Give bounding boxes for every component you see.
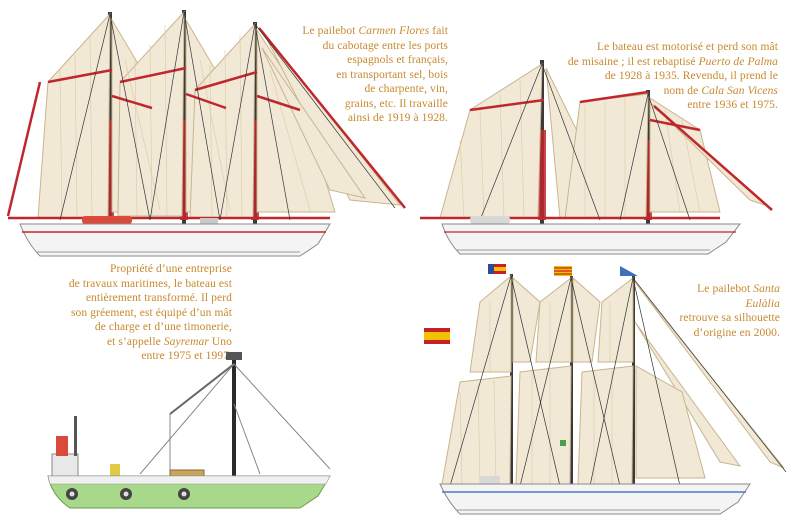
caption-line: ainsi de 1919 à 1928.	[300, 111, 448, 126]
caption-line: Le pailebot Carmen Flores fait	[300, 24, 448, 39]
rigging-red	[6, 27, 406, 220]
ship-sayremar-uno-illustration	[0, 264, 420, 528]
ship-carmen-flores-illustration	[0, 0, 420, 270]
masts	[106, 10, 259, 232]
caption-line: Le bateau est motorisé et perd son mât	[556, 40, 778, 55]
caption-line: Le pailebot Santa Eulàlia	[660, 282, 780, 311]
caption-line: de charge et d’une timonerie,	[60, 320, 232, 335]
caption-line: en transportant sel, bois	[300, 68, 448, 83]
ship-puerto-de-palma-illustration	[420, 0, 800, 270]
caption-text: Le pailebot	[697, 283, 754, 295]
caption-line: du cabotage entre les ports	[300, 39, 448, 54]
caption-text: de misaine ; il est rebaptisé	[567, 55, 699, 68]
caption-text: grains, etc. Il travaille	[344, 97, 448, 110]
rigging-red	[420, 90, 773, 220]
caption-line: espagnols et français,	[300, 53, 448, 68]
ship-name: Puerto de Palma	[698, 55, 778, 68]
caption-line: de 1928 à 1935. Revendu, il prend le	[556, 69, 778, 84]
hull	[19, 223, 331, 257]
ship-name: Santa Eulàlia	[745, 283, 780, 310]
caption-text: espagnols et français,	[347, 54, 448, 66]
ship-name: Carmen Flores	[358, 25, 430, 37]
caption-line: son gréement, est équipé d’un mât	[60, 306, 232, 321]
caption-line: de travaux maritimes, le bateau est	[60, 277, 232, 292]
caption-text: entre 1975 et 1997.	[141, 350, 232, 362]
caption-text: du cabotage entre les ports	[322, 39, 448, 52]
caption-line: et s’appelle Sayremar Uno	[60, 335, 232, 350]
caption-text: de travaux maritimes, le bateau est	[68, 277, 232, 290]
caption-line: de charpente, vin,	[300, 82, 448, 97]
caption-text: de charpente, vin,	[364, 83, 448, 95]
masts	[510, 274, 635, 484]
caption-text: son gréement, est équipé d’un mât	[70, 306, 232, 319]
flags	[424, 264, 638, 344]
caption-sayremar-uno: Propriété d’une entreprise de travaux mar…	[60, 262, 232, 364]
ship-name: Sayremar	[163, 335, 209, 348]
cargo-mast	[139, 352, 331, 486]
caption-line: nom de Cala San Vicens	[556, 84, 778, 99]
ship-name: Cala San Vicens	[701, 84, 778, 97]
sails	[441, 274, 785, 485]
caption-line: entre 1975 et 1997.	[60, 349, 232, 364]
caption-text: entre 1936 et 1975.	[687, 99, 778, 111]
caption-line: grains, etc. Il travaille	[300, 97, 448, 112]
caption-line: entre 1936 et 1975.	[556, 98, 778, 113]
caption-text: de charge et d’une timonerie,	[94, 321, 232, 333]
caption-text: Uno	[208, 335, 232, 348]
caption-text: entièrement transformé. Il perd	[85, 292, 232, 304]
caption-text: de 1928 à 1935. Revendu, il prend le	[604, 70, 778, 82]
caption-text: en transportant sel, bois	[336, 68, 448, 81]
caption-text: Le bateau est motorisé et perd son mât	[596, 41, 778, 53]
sails	[37, 10, 402, 219]
caption-text: fait	[429, 25, 448, 37]
caption-line: d’origine en 2000.	[660, 326, 780, 341]
caption-line: Propriété d’une entreprise	[60, 262, 232, 277]
caption-text: Le pailebot	[302, 25, 359, 37]
caption-text: nom de	[663, 84, 702, 97]
caption-text: et s’appelle	[106, 335, 164, 348]
caption-line: de misaine ; il est rebaptisé Puerto de …	[556, 55, 778, 70]
caption-text: ainsi de 1919 à 1928.	[347, 112, 448, 124]
ship-santa-eulalia-illustration	[420, 262, 800, 528]
caption-puerto-de-palma: Le bateau est motorisé et perd son mât de…	[556, 40, 778, 113]
caption-line: entièrement transformé. Il perd	[60, 291, 232, 306]
masts	[538, 60, 652, 225]
caption-text: retrouve sa silhouette	[679, 312, 780, 324]
sails	[439, 63, 769, 219]
caption-line: retrouve sa silhouette	[660, 311, 780, 326]
caption-text: d’origine en 2000.	[693, 326, 780, 339]
caption-text: Propriété d’une entreprise	[109, 263, 232, 275]
